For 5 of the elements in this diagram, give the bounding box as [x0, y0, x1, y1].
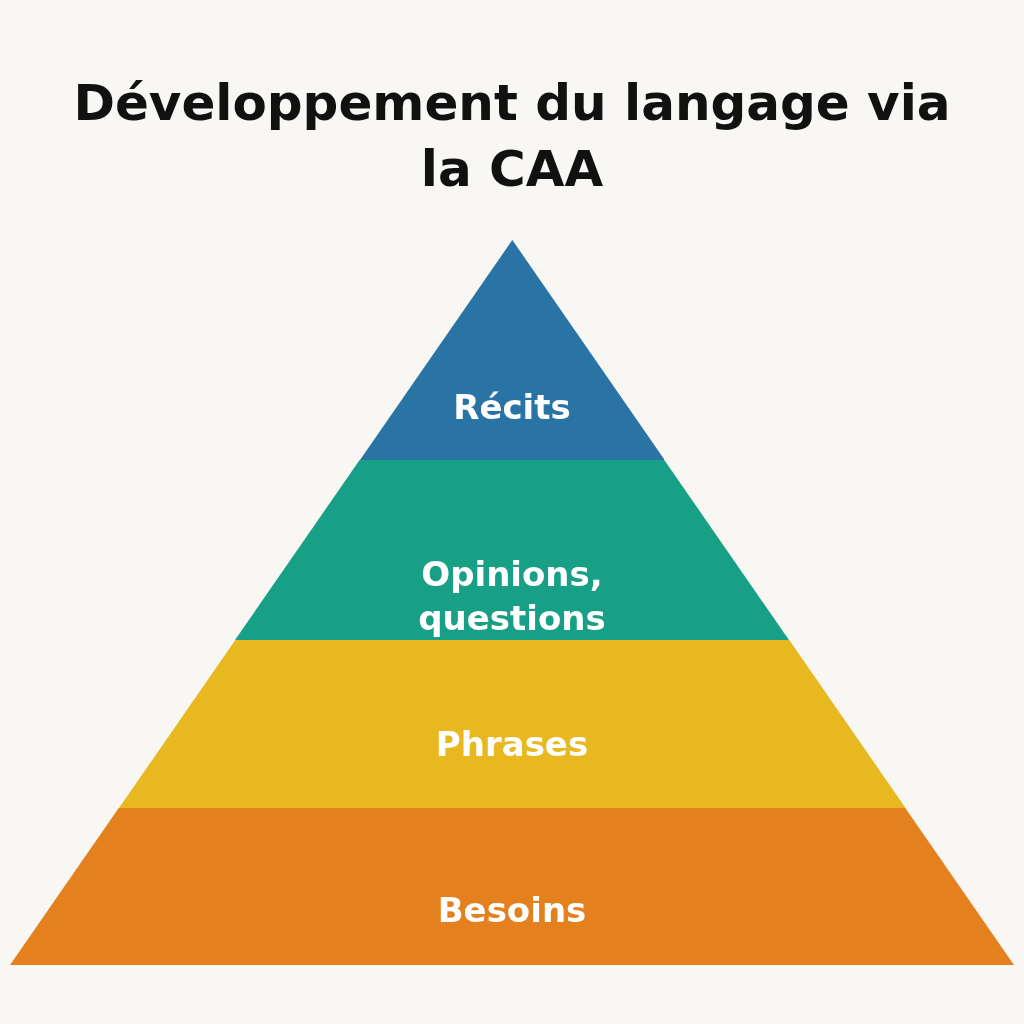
- tier-label: Récits: [453, 386, 571, 429]
- tier-label: Phrases: [435, 723, 589, 766]
- tier-label: Besoins: [437, 889, 587, 932]
- tier-label: Opinions, questions: [417, 553, 607, 640]
- title: Développement du langage via la CAA: [72, 73, 952, 200]
